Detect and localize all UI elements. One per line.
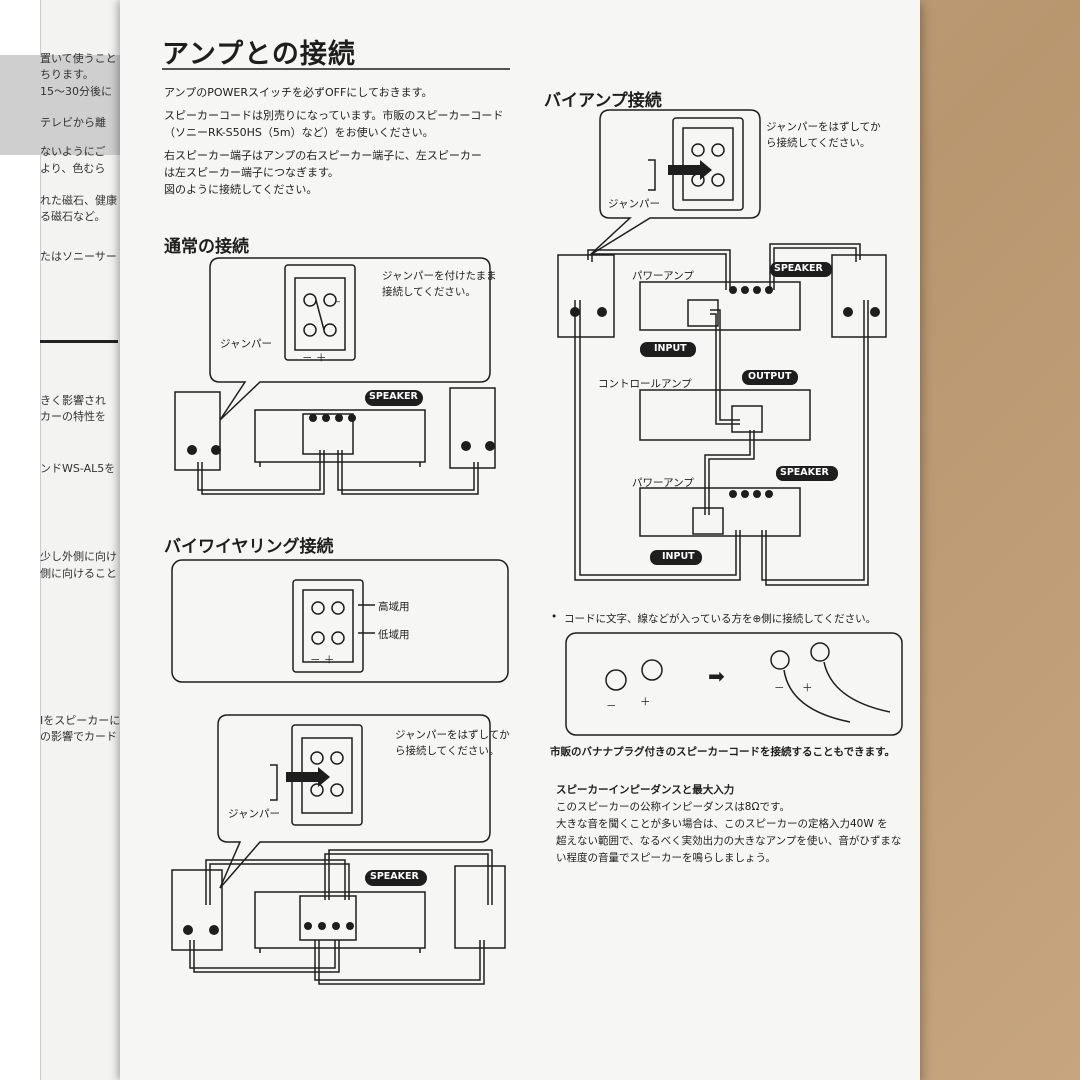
left-page-gray-band (0, 55, 140, 155)
diagram-biamp (557, 109, 887, 586)
biamp-power-amp-top: パワーアンプ (632, 270, 694, 282)
biwiring-speaker-label: SPEAKER (370, 871, 419, 882)
diagram-normal: – (174, 257, 496, 495)
cord-plus-right: ＋ (802, 682, 813, 694)
left-page-edge (0, 0, 41, 1080)
left-fragment: ちります。 (40, 68, 94, 81)
biamp-note-line2: ら接続してください。 (766, 137, 871, 149)
title-rule (162, 68, 510, 70)
intro-cord-line1: スピーカーコードは別売りになっています。市販のスピーカーコード (164, 109, 504, 122)
left-fragment: 側に向けること (40, 567, 117, 580)
normal-note-line1: ジャンパーを付けたまま (382, 270, 497, 282)
heading-biwiring: バイワイヤリング接続 (164, 537, 334, 557)
biwiring-note-line1: ジャンパーをはずしてか (395, 729, 510, 741)
heading-normal: 通常の接続 (164, 237, 249, 257)
left-fragment: たはソニーサー (40, 250, 117, 263)
cord-minus-right: － (774, 682, 785, 694)
cord-note-bullet: • (551, 611, 558, 623)
left-fragment: れた磁石、健康 (40, 194, 117, 207)
left-fragment: テレビから離 (40, 116, 106, 129)
normal-polarity: － ＋ (302, 352, 327, 364)
left-page-rule (40, 340, 118, 343)
intro-terminal-line1: 右スピーカー端子はアンプの右スピーカー端子に、左スピーカー (164, 149, 482, 162)
diagram-biwiring (171, 559, 509, 683)
diagram-biwiring-jumper (171, 714, 506, 985)
left-fragment: ないようにご (40, 145, 106, 158)
normal-speaker-label: SPEAKER (369, 391, 418, 402)
left-fragment: カーの特性を (40, 410, 106, 423)
biamp-output-label: OUTPUT (748, 371, 792, 382)
impedance-line3: 超えない範囲で、なるべく実効出力の大きなアンプを使い、音がひずまな (556, 835, 902, 847)
svg-text:–: – (336, 297, 341, 307)
biwiring-high-label: 高域用 (378, 601, 410, 613)
biamp-speaker-label-bottom: SPEAKER (780, 467, 829, 478)
biwiring-low-label: 低域用 (378, 629, 410, 641)
manual-page: アンプとの接続 アンプのPOWERスイッチを必ずOFFにしておきます。 スピーカ… (120, 0, 920, 1080)
left-fragment: 15～30分後に (40, 85, 112, 98)
banana-plug-note: 市販のバナナプラグ付きのスピーカーコードを接続することもできます。 (550, 746, 896, 758)
intro-terminal-line2: は左スピーカー端子につなぎます。 (164, 166, 339, 179)
cord-arrow-icon: ➡ (708, 664, 725, 688)
cord-minus-left: － (606, 700, 617, 712)
heading-biamp: バイアンプ接続 (544, 91, 662, 111)
diagram-cord-polarity (565, 632, 903, 736)
cord-note-text: コードに文字、線などが入っている方を⊕側に接続してください。 (564, 613, 877, 625)
intro-terminal-line3: 図のように接続してください。 (164, 183, 318, 196)
biamp-input-label-top: INPUT (654, 343, 687, 354)
biamp-jumper-label: ジャンパー (608, 198, 660, 210)
impedance-line4: い程度の音量でスピーカーを鳴らしましょう。 (556, 852, 776, 864)
left-fragment: の影響でカード (40, 730, 117, 743)
left-fragment: きく影響され (40, 394, 106, 407)
biamp-power-amp-bottom: パワーアンプ (632, 477, 694, 489)
page-title: アンプとの接続 (162, 39, 356, 70)
biamp-input-label-bottom: INPUT (662, 551, 695, 562)
intro-power-off: アンプのPOWERスイッチを必ずOFFにしておきます。 (164, 86, 433, 99)
biwiring-polarity: － ＋ (310, 654, 335, 666)
impedance-line1: このスピーカーの公称インピーダンスは8Ωです。 (556, 801, 790, 813)
biamp-note-line1: ジャンパーをはずしてか (766, 121, 881, 133)
left-fragment: より、色むら (40, 162, 106, 175)
left-fragment: る磁石など。 (40, 210, 106, 223)
left-fragment: Ⅰをスピーカーに (40, 714, 121, 727)
biamp-speaker-label-top: SPEAKER (774, 263, 823, 274)
impedance-heading: スピーカーインピーダンスと最大入力 (556, 784, 735, 796)
normal-note-line2: 接続してください。 (382, 286, 476, 298)
left-fragment: ンドWS-AL5を (40, 462, 116, 475)
left-fragment: 置いて使うこと (40, 52, 117, 65)
normal-jumper-label: ジャンパー (220, 338, 272, 350)
biwiring-jumper-label: ジャンパー (228, 808, 280, 820)
biamp-control-amp: コントロールアンプ (598, 378, 692, 390)
impedance-line2: 大きな音を聞くことが多い場合は、このスピーカーの定格入力40W を (556, 818, 888, 830)
cord-plus-left: ＋ (640, 696, 651, 708)
left-fragment: 少し外側に向け (40, 550, 117, 563)
intro-cord-line2: （ソニーRK-S50HS（5m）など）をお使いください。 (164, 126, 434, 139)
biwiring-note-line2: ら接続してください。 (395, 745, 500, 757)
